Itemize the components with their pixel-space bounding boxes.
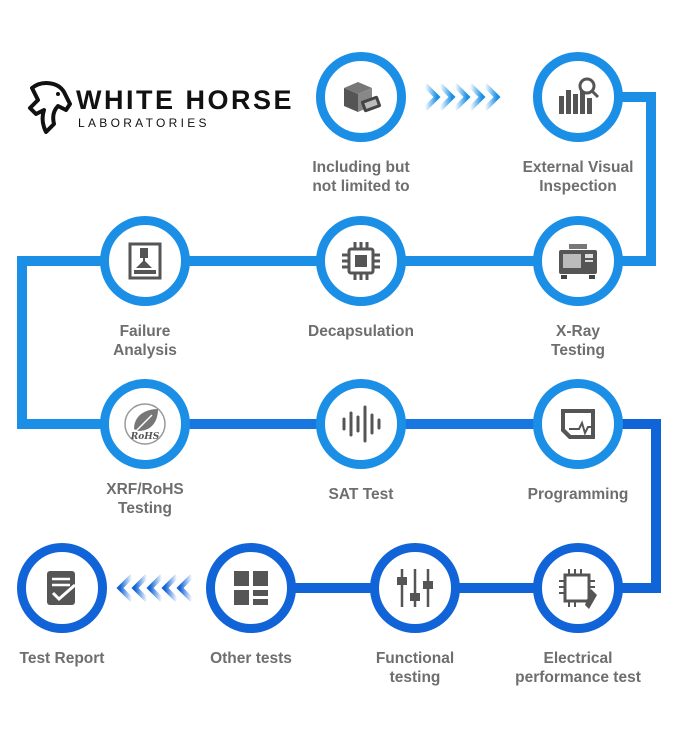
flow-arrows-right	[423, 83, 501, 111]
brand-logo: WHITE HORSE LABORATORIES	[24, 80, 304, 140]
step-circle-xray	[533, 216, 623, 306]
step-label-including: Including but not limited to	[312, 159, 410, 195]
rohs-icon-text: RoHS	[130, 432, 160, 442]
step-label-report: Test Report	[19, 650, 105, 667]
xray-machine-icon	[559, 244, 597, 279]
step-circle-failure-analysis	[100, 216, 190, 306]
rohs-leaf-icon: RoHS	[124, 403, 166, 445]
grid-icon	[234, 571, 268, 605]
step-circle-report	[17, 543, 107, 633]
inspection-icon	[559, 77, 600, 114]
step-label-failure-analysis: Failure Analysis	[113, 323, 177, 359]
step-label-xray: X-Ray Testing	[551, 323, 605, 359]
step-circle-including	[316, 52, 406, 142]
step-circle-decapsulation	[316, 216, 406, 306]
programming-icon	[561, 409, 595, 439]
report-icon	[47, 571, 76, 605]
step-label-external-visual: External Visual Inspection	[522, 159, 634, 195]
microscope-icon	[128, 242, 162, 280]
electrical-chip-icon	[559, 569, 597, 609]
step-label-decapsulation: Decapsulation	[308, 323, 414, 340]
flow-arrows-left	[116, 574, 194, 602]
connector-row2-down	[17, 256, 145, 429]
horse-head-icon	[28, 81, 72, 134]
sound-wave-icon	[342, 405, 381, 443]
brand-subtitle: LABORATORIES	[78, 116, 210, 130]
step-label-other: Other tests	[210, 650, 292, 667]
sliders-icon	[397, 569, 433, 607]
step-circle-rohs: RoHS	[100, 379, 190, 469]
step-circle-other	[206, 543, 296, 633]
step-circle-programming	[533, 379, 623, 469]
step-circle-electrical	[533, 543, 623, 633]
brand-name: WHITE HORSE	[76, 85, 295, 115]
step-label-electrical: Electrical performance test	[515, 650, 641, 686]
step-label-programming: Programming	[527, 486, 629, 503]
step-label-sat: SAT Test	[328, 486, 394, 503]
step-label-rohs: XRF/RoHS Testing	[106, 481, 184, 517]
step-circle-sat	[316, 379, 406, 469]
step-label-functional: Functional testing	[375, 650, 455, 686]
step-circle-functional	[370, 543, 460, 633]
chip-icon	[342, 242, 380, 280]
components-icon	[344, 82, 381, 113]
step-circle-external-visual	[533, 52, 623, 142]
